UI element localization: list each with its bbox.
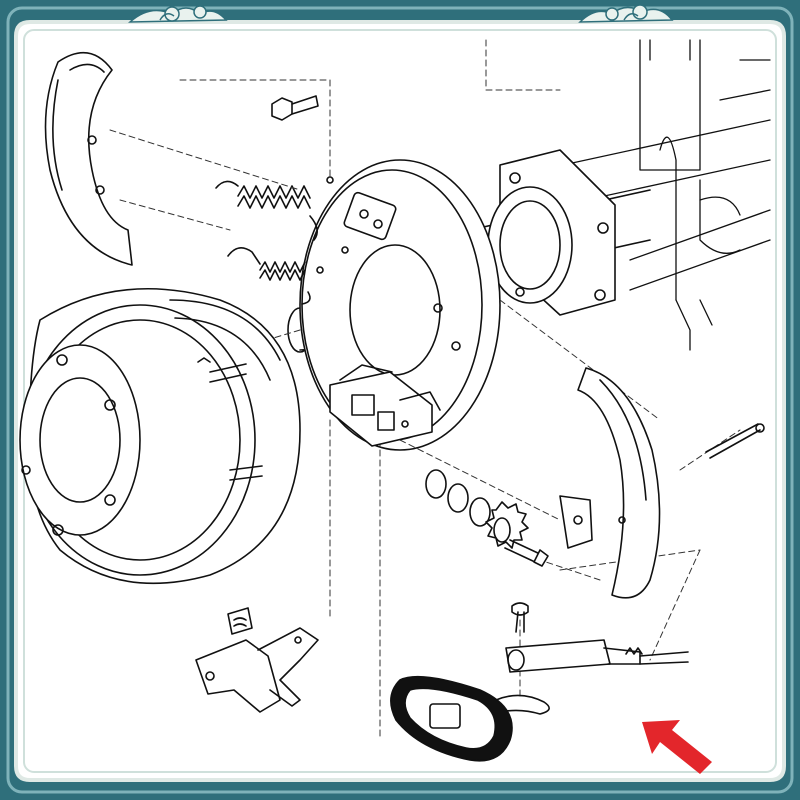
clevis-pin (511, 602, 529, 633)
cloud-scroll-ornament-right (578, 4, 674, 23)
red-arrow-indicator (642, 720, 712, 774)
washers (425, 469, 491, 527)
return-spring-upper (215, 180, 318, 241)
wheel-cylinder-block (329, 364, 441, 447)
return-spring-lower (227, 247, 311, 305)
brake-shoe-upper-left (44, 51, 133, 266)
dust-cover-grommet (390, 675, 513, 762)
cloud-scroll-ornament-left (127, 5, 228, 23)
adjuster-screw (504, 539, 549, 567)
axle-flange-housing (487, 149, 616, 316)
brake-shoe-right (559, 367, 661, 599)
wheel-studs (197, 357, 263, 481)
vehicle-frame-structure (539, 39, 771, 351)
brake-drum (19, 287, 301, 585)
cotter-pin (705, 423, 765, 459)
mounting-bolt (271, 95, 319, 121)
brake-cable-clevis (505, 639, 689, 673)
parking-brake-lever (195, 607, 319, 713)
frame-border-outer (6, 6, 794, 794)
panel-inner-border (23, 29, 777, 773)
adjuster-star-wheel (485, 501, 529, 549)
